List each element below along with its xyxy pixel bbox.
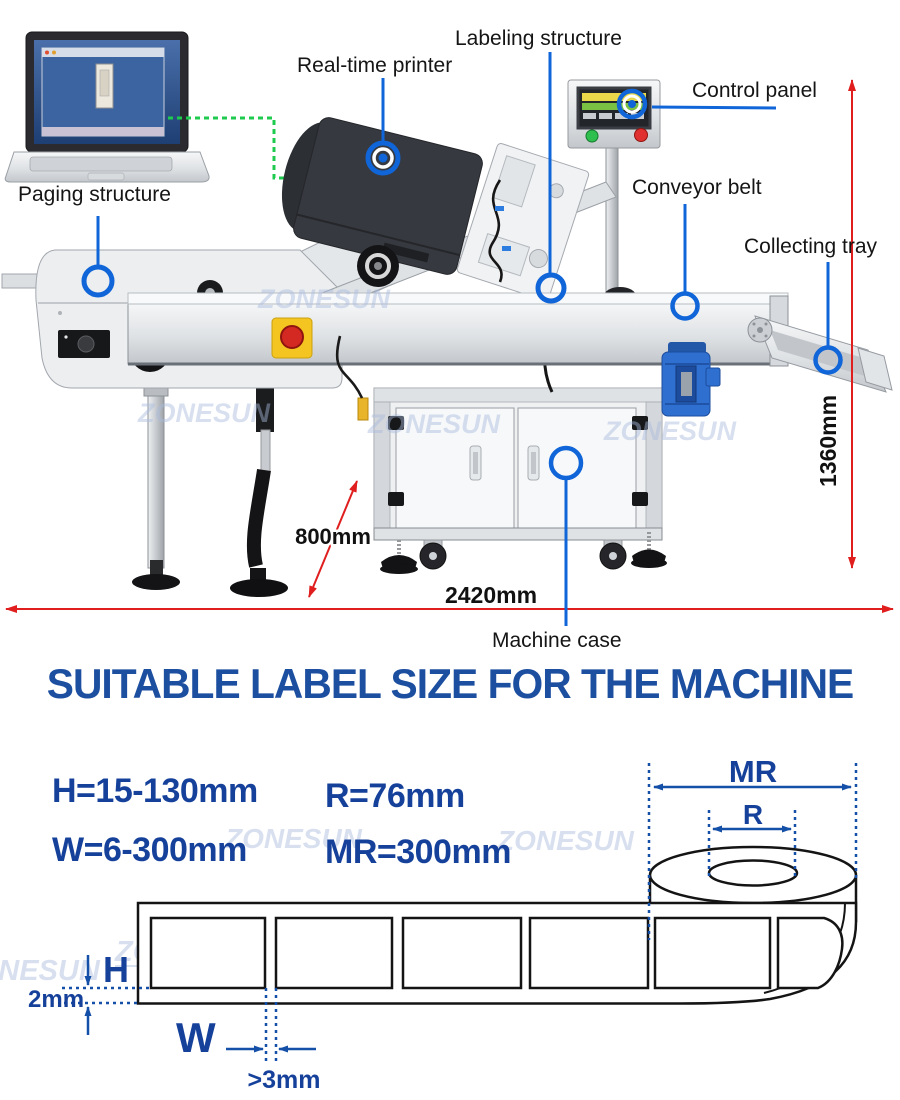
emergency-stop-button xyxy=(280,325,304,349)
conveyor-motor xyxy=(661,342,721,417)
width-dimensions: W >3mm xyxy=(176,988,320,1094)
dim-machine-length: 2420mm xyxy=(445,582,537,608)
support-legs xyxy=(132,378,288,597)
spec-label-height: H=15-130mm xyxy=(52,772,258,810)
watermark: ZONESUN xyxy=(257,284,391,314)
control-panel xyxy=(567,79,661,149)
roll-core-hole xyxy=(707,859,799,887)
watermark: ZONESUN xyxy=(603,416,737,446)
dimension-lines: 2420mm 1360mm 800mm xyxy=(5,79,894,613)
callout-markers xyxy=(81,52,843,626)
dim-mr-label: MR xyxy=(729,754,777,789)
dim-machine-height: 1360mm xyxy=(815,395,841,487)
laptop xyxy=(4,31,210,183)
machine-illustration: ZONESUN ZONESUN ZONESUN ZONESUN 2420mm 1… xyxy=(1,31,894,626)
dim-w-label: W xyxy=(176,1014,216,1061)
machine-case xyxy=(373,387,667,574)
callout-labeling-structure: Labeling structure xyxy=(455,27,622,50)
svg-text:ZONESUN: ZONESUN xyxy=(496,825,635,856)
watermark: ZONESUN xyxy=(137,398,271,428)
callout-control-panel: Control panel xyxy=(692,79,817,102)
height-dimensions: H 2mm xyxy=(28,949,152,1035)
dim-min-gap: >3mm xyxy=(248,1066,321,1094)
stop-button xyxy=(634,128,648,142)
watermark: ZONESUN xyxy=(367,409,501,439)
callout-real-time-printer: Real-time printer xyxy=(297,54,453,77)
dim-r-label: R xyxy=(743,799,763,830)
label-size-diagram: ZONESUN ZONESUN ZONESUN ZONESUN ZONESUN … xyxy=(0,754,858,1094)
callout-machine-case: Machine case xyxy=(492,629,622,652)
control-panel-pole xyxy=(605,145,619,303)
dim-case-height: 800mm xyxy=(295,524,371,549)
section-title: SUITABLE LABEL SIZE FOR THE MACHINE xyxy=(46,660,854,707)
callout-collecting-tray: Collecting tray xyxy=(744,235,878,258)
callout-paging-structure: Paging structure xyxy=(18,183,171,206)
dim-h-label: H xyxy=(103,949,129,990)
svg-text:ZONESUN: ZONESUN xyxy=(224,823,363,854)
roll-dimensions: MR R xyxy=(647,754,858,940)
dim-edge-margin: 2mm xyxy=(28,986,84,1013)
spec-core-radius: R=76mm xyxy=(325,777,465,815)
svg-text:ZONESUN: ZONESUN xyxy=(0,955,101,987)
labels-on-strip xyxy=(149,916,844,990)
control-knob xyxy=(77,335,95,353)
real-time-printer xyxy=(281,117,483,275)
data-cable-connector xyxy=(168,116,316,180)
spec-label-width: W=6-300mm xyxy=(52,831,247,869)
start-button xyxy=(585,129,599,143)
hinges xyxy=(388,416,648,506)
callout-conveyor-belt: Conveyor belt xyxy=(632,176,762,199)
labeling-structure xyxy=(456,143,590,393)
spec-max-roll: MR=300mm xyxy=(325,833,511,871)
